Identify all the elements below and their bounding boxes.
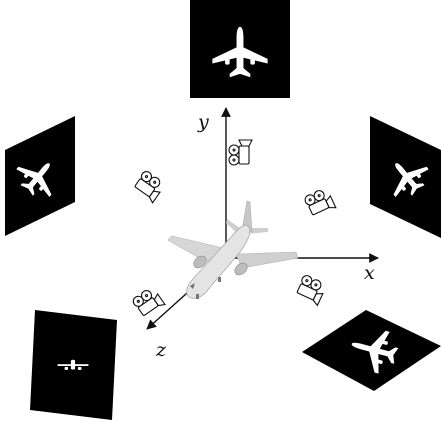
bottom-left-view-panel — [30, 310, 117, 420]
right-view-panel — [370, 116, 441, 238]
movie-camera-icon — [132, 170, 166, 203]
aircraft-3d-model — [168, 201, 298, 299]
z-axis-label: z — [155, 339, 167, 361]
axes — [147, 108, 378, 329]
top-view-panel — [190, 0, 290, 98]
movie-camera-icon — [229, 140, 252, 165]
bottom-right-view-panel — [302, 310, 441, 391]
movie-camera-icon — [131, 286, 165, 319]
y-axis-label: y — [197, 111, 209, 133]
x-axis-label: x — [364, 262, 375, 284]
movie-camera-icon — [295, 274, 327, 305]
movie-camera-icon — [303, 187, 335, 218]
left-view-panel — [5, 116, 75, 236]
